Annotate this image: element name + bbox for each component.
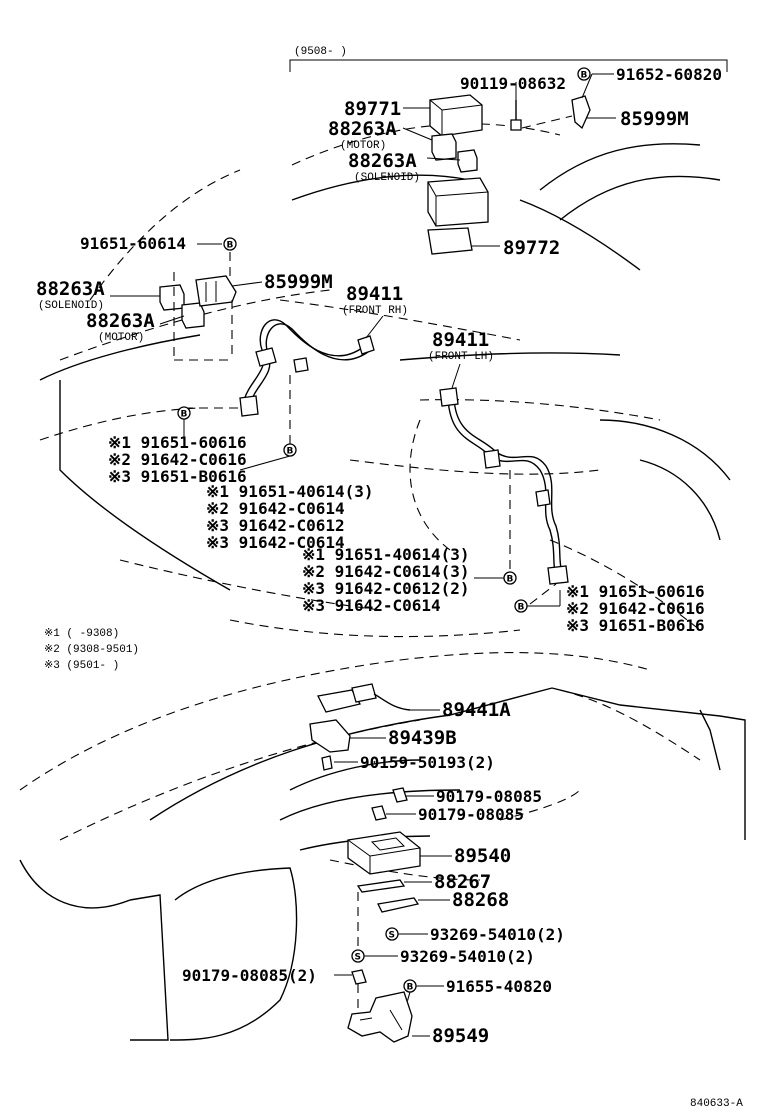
svg-text:B: B: [227, 241, 234, 251]
label-85999m-top: 85999M: [620, 108, 689, 130]
stud-symbols: S S: [351, 927, 399, 963]
label-88267: 88267: [434, 871, 491, 893]
relay-89771: [429, 94, 483, 137]
svg-text:B: B: [581, 71, 588, 81]
diagram-code: 840633-A: [690, 1098, 743, 1110]
screw-90119: [510, 119, 522, 131]
nut-90179-b: [371, 805, 387, 821]
leader-motor-left: [159, 315, 185, 325]
bracket-88268: [377, 897, 420, 913]
note-c1: ※1 91651-40614(3): [302, 545, 470, 564]
relay-solenoid-top: [457, 149, 478, 173]
label-90119-08632: 90119-08632: [460, 74, 566, 93]
label-89411-lh: 89411: [432, 329, 489, 351]
label-90179-08085-c: 90179-08085(2): [182, 966, 317, 985]
sensor-harness-rh: [239, 319, 375, 417]
label-93269-54010-a: 93269-54010(2): [430, 925, 565, 944]
label-89441a: 89441A: [442, 699, 511, 721]
bolt-symbols-top: B B B B B B: [177, 67, 591, 613]
bolt-90159: [321, 755, 333, 771]
label-88263a-motor-top: 88263A: [328, 118, 397, 140]
label-front-lh: (FRONT LH): [428, 351, 494, 363]
top-bracket-line: [289, 59, 728, 72]
note-b4: ※3 91642-C0614: [206, 533, 345, 552]
note-a3: ※3 91651-B0616: [108, 467, 247, 486]
label-89771: 89771: [344, 98, 401, 120]
label-91651-60614: 91651-60614: [80, 234, 186, 253]
plate-88267: [356, 879, 406, 893]
footnote-2: ※2 (9308-9501): [44, 644, 139, 656]
leader-85999m-left: [231, 281, 263, 287]
leaders-notes: [183, 419, 561, 607]
label-91655-40820: 91655-40820: [446, 977, 552, 996]
note-c2: ※2 91642-C0614(3): [302, 562, 470, 581]
label-85999m-left: 85999M: [264, 271, 333, 293]
note-b1: ※1 91651-40614(3): [206, 482, 374, 501]
note-a1: ※1 91651-60616: [108, 433, 247, 452]
note-c3: ※3 91642-C0612(2): [302, 579, 470, 598]
note-group-a: ※1 91651-60616 ※2 91642-C0616 ※3 91651-B…: [108, 433, 247, 486]
label-90179-08085-b: 90179-08085: [418, 805, 524, 824]
sensor-harness-lh: [439, 387, 569, 585]
svg-text:S: S: [355, 953, 361, 963]
svg-text:B: B: [507, 575, 514, 585]
label-90179-08085-a: 90179-08085: [436, 787, 542, 806]
label-93269-54010-b: 93269-54010(2): [400, 947, 535, 966]
ecu-89540: [347, 831, 421, 875]
note-c4: ※3 91642-C0614: [302, 596, 441, 615]
label-89411-rh: 89411: [346, 283, 403, 305]
nut-90179-a-shape: [392, 787, 408, 803]
label-89549: 89549: [432, 1025, 489, 1047]
label-motor-left: (MOTOR): [98, 332, 144, 344]
svg-text:B: B: [181, 410, 188, 420]
label-88263a-solenoid-top: 88263A: [348, 150, 417, 172]
label-88263a-motor-left: 88263A: [86, 310, 155, 332]
svg-text:S: S: [389, 931, 395, 941]
sensor-89441a: [317, 683, 411, 713]
bracket-89772: [427, 227, 473, 255]
note-d3: ※3 91651-B0616: [566, 616, 705, 635]
note-d2: ※2 91642-C0616: [566, 599, 705, 618]
svg-text:B: B: [287, 447, 294, 457]
svg-text:B: B: [518, 603, 525, 613]
relay-bracket-top: [427, 177, 489, 227]
label-88263a-solenoid-left: 88263A: [36, 278, 105, 300]
label-90159-50193: 90159-50193(2): [360, 753, 495, 772]
label-89772: 89772: [503, 237, 560, 259]
note-group-b: ※1 91651-40614(3) ※2 91642-C0614 ※3 9164…: [206, 482, 374, 552]
nut-90179-c: [351, 969, 367, 985]
note-b3: ※3 91642-C0612: [206, 516, 345, 535]
date-range: (9508- ): [294, 46, 347, 58]
label-motor-top: (MOTOR): [340, 140, 386, 152]
label-91652-60820: 91652-60820: [616, 65, 722, 84]
label-solenoid-left: (SOLENOID): [38, 300, 104, 312]
note-group-c: ※1 91651-40614(3) ※2 91642-C0614(3) ※3 9…: [302, 545, 470, 615]
left-relay-group: [159, 272, 237, 361]
footnote-1: ※1 ( -9308): [44, 628, 119, 640]
note-a2: ※2 91642-C0616: [108, 450, 247, 469]
note-group-d: ※1 91651-60616 ※2 91642-C0616 ※3 91651-B…: [566, 582, 705, 635]
label-89540: 89540: [454, 845, 511, 867]
leaders-top: [402, 73, 616, 247]
note-d1: ※1 91651-60616: [566, 582, 705, 601]
note-b2: ※2 91642-C0614: [206, 499, 345, 518]
svg-text:B: B: [407, 983, 414, 993]
footnote-legend: ※1 ( -9308) ※2 (9308-9501) ※3 (9501- ): [44, 628, 139, 672]
bracket-89439b: [309, 719, 351, 753]
label-89439b: 89439B: [388, 727, 457, 749]
footnote-3: ※3 (9501- ): [44, 660, 119, 672]
relay-motor-top: [431, 133, 457, 161]
sensor-89549: [347, 991, 413, 1043]
label-front-rh: (FRONT RH): [342, 305, 408, 317]
clip-85999m-top: [571, 95, 591, 130]
top-body-outline: [39, 123, 731, 638]
label-88268: 88268: [452, 889, 509, 911]
label-solenoid-top: (SOLENOID): [354, 172, 420, 184]
